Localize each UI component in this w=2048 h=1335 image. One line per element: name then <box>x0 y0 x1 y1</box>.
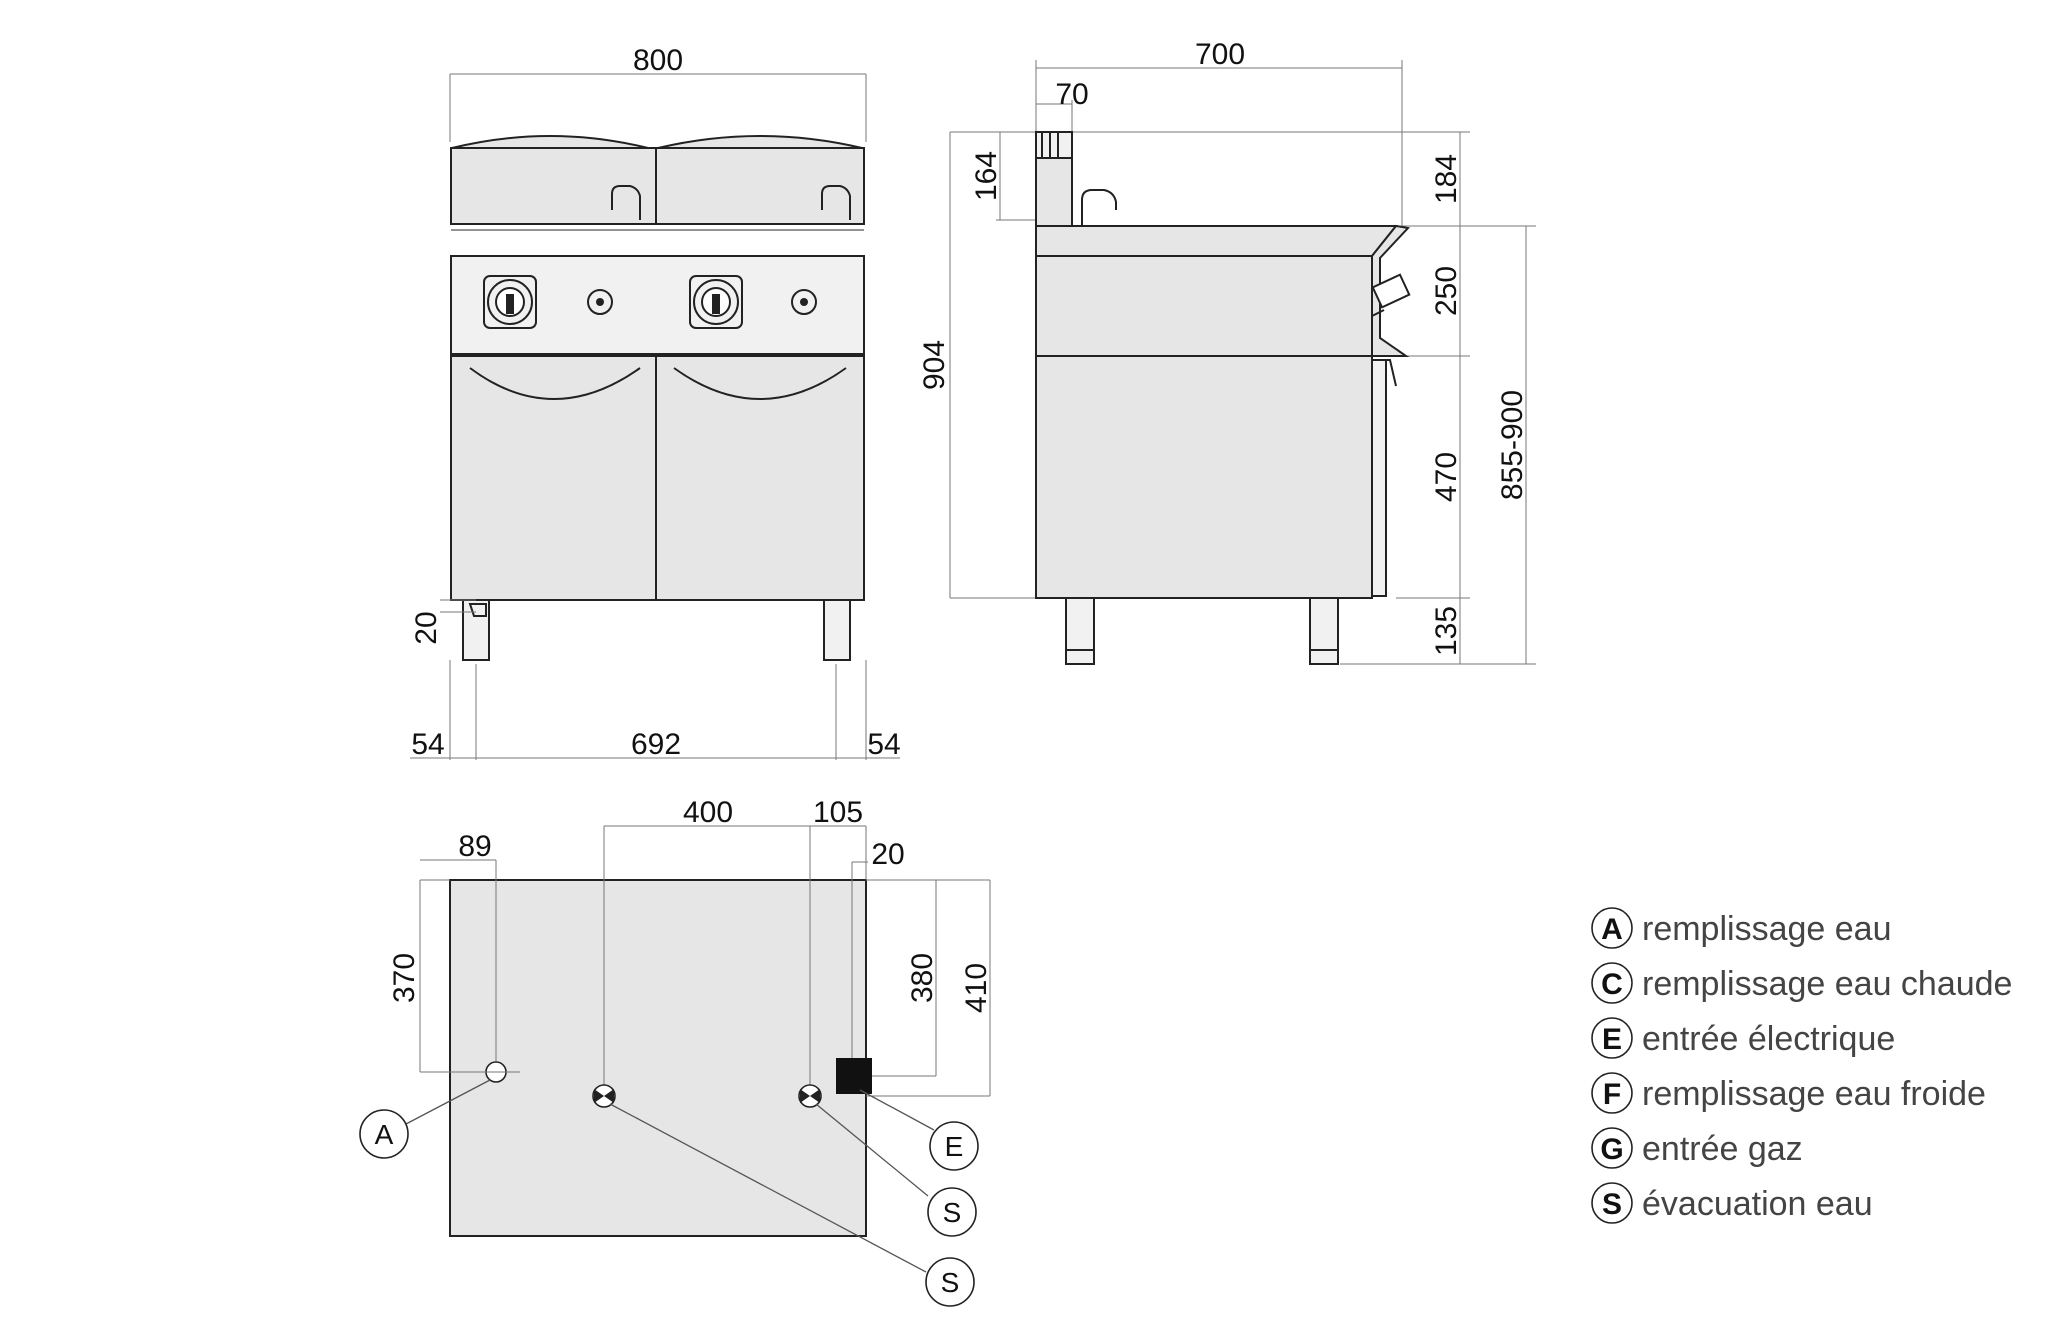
svg-text:entrée électrique: entrée électrique <box>1642 1020 1895 1058</box>
control-panel <box>450 255 865 355</box>
svg-text:S: S <box>943 1197 962 1228</box>
svg-text:S: S <box>1602 1188 1622 1221</box>
left-tap-icon <box>611 185 641 220</box>
callout-s-1: S <box>927 1187 977 1237</box>
svg-text:remplissage eau chaude: remplissage eau chaude <box>1642 965 2012 1003</box>
front-width-label: 800 <box>633 44 683 77</box>
legend-item-a: A remplissage eau <box>1591 907 1891 949</box>
right-offset-label: 54 <box>867 728 900 761</box>
callout-e: E <box>929 1121 979 1171</box>
side-depth-label: 700 <box>1195 38 1245 71</box>
e-x-label: 105 <box>813 796 863 829</box>
left-offset-label: 54 <box>411 728 444 761</box>
svg-text:S: S <box>941 1267 960 1298</box>
top-section-label: 184 <box>1430 154 1463 204</box>
cabinet <box>450 355 865 601</box>
e-y-outer-label: 410 <box>960 963 993 1013</box>
left-thermostat-knob-icon <box>483 275 537 329</box>
svg-text:entrée gaz: entrée gaz <box>1642 1130 1803 1168</box>
splash-height-label: 164 <box>970 151 1003 201</box>
side-cabinet <box>1035 355 1373 599</box>
left-valve-knob-icon <box>587 289 613 315</box>
front-view: 800 <box>410 44 901 761</box>
total-height-label: 904 <box>918 340 951 390</box>
a-y-label: 370 <box>388 953 421 1003</box>
svg-text:G: G <box>1600 1133 1623 1166</box>
left-door-handle <box>469 367 641 400</box>
side-knob-icon <box>1371 273 1411 317</box>
legend-item-e: E entrée électrique <box>1591 1017 1895 1059</box>
side-view: 700 70 164 904 184 250 470 135 855-900 <box>918 38 1536 665</box>
legend-item-g: G entrée gaz <box>1591 1127 1803 1169</box>
callout-a: A <box>359 1109 409 1159</box>
cabinet-label: 470 <box>1430 452 1463 502</box>
right-thermostat-knob-icon <box>689 275 743 329</box>
svg-text:remplissage eau froide: remplissage eau froide <box>1642 1075 1986 1113</box>
rear-offset-label: 70 <box>1055 78 1088 111</box>
svg-text:E: E <box>1602 1023 1622 1056</box>
a-x-label: 89 <box>458 830 491 863</box>
feet-label: 135 <box>1430 606 1463 656</box>
worktop-height-label: 855-900 <box>1496 390 1529 500</box>
left-foot <box>462 599 490 661</box>
right-foot <box>823 599 851 661</box>
callout-s-2: S <box>925 1257 975 1307</box>
top-well <box>450 147 865 225</box>
svg-text:F: F <box>1603 1078 1621 1111</box>
plan-outline <box>449 879 867 1237</box>
legend-item-f: F remplissage eau froide <box>1591 1072 1986 1114</box>
right-door-handle <box>673 367 847 400</box>
side-tap-icon <box>1081 189 1117 226</box>
legend-item-s: S évacuation eau <box>1591 1182 1873 1224</box>
drain-s2-icon <box>798 1084 822 1108</box>
drain-s1-icon <box>592 1084 616 1108</box>
side-front-foot <box>1309 597 1339 665</box>
electric-inlet-e-icon <box>836 1058 872 1094</box>
plan-view: 89 370 400 105 20 380 410 A <box>359 796 993 1307</box>
svg-text:E: E <box>945 1131 964 1162</box>
svg-text:A: A <box>375 1119 394 1150</box>
legend: A remplissage eau C remplissage eau chau… <box>1591 907 2012 1224</box>
right-valve-knob-icon <box>791 289 817 315</box>
left-lid <box>451 135 649 149</box>
svg-text:remplissage eau: remplissage eau <box>1642 910 1891 948</box>
water-inlet-a-icon <box>480 1061 520 1083</box>
svg-text:C: C <box>1601 968 1623 1001</box>
e-y-inner-label: 380 <box>906 953 939 1003</box>
svg-text:évacuation eau: évacuation eau <box>1642 1185 1873 1223</box>
svg-text:A: A <box>1601 913 1623 946</box>
legend-item-c: C remplissage eau chaude <box>1591 962 2012 1004</box>
e-offset-label: 20 <box>871 838 904 871</box>
side-control-section <box>1035 255 1373 357</box>
right-lid <box>657 135 863 149</box>
foot-height-label: 20 <box>410 611 443 644</box>
foot-spacing-label: 692 <box>631 728 681 761</box>
side-rear-foot <box>1065 597 1095 665</box>
control-panel-label: 250 <box>1430 266 1463 316</box>
right-tap-icon <box>821 185 851 220</box>
drain-spacing-label: 400 <box>683 796 733 829</box>
